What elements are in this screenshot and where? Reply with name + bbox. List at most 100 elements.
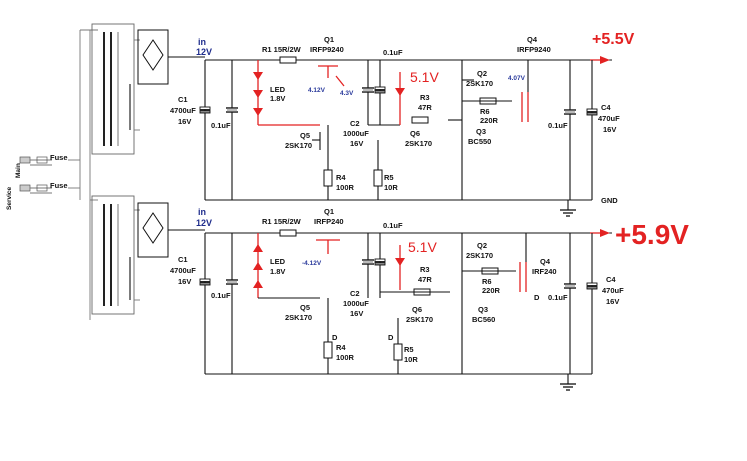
- cap-01-a-bottom: 0.1uF: [211, 291, 231, 300]
- r1-label-top: R1 15R/2W: [262, 45, 302, 54]
- q6-label-top: Q6: [410, 129, 420, 138]
- cap-01-b-bottom: 0.1uF: [383, 221, 403, 230]
- c2-value-top: 1000uF: [343, 129, 369, 138]
- cap-01-c-bottom: 0.1uF: [548, 293, 568, 302]
- c1-name-bottom: C1: [178, 255, 188, 264]
- r5-label-bottom: R5: [404, 345, 414, 354]
- r1-label-bottom: R1 15R/2W: [262, 217, 302, 226]
- v43-top: 4.3V: [340, 90, 354, 97]
- q3-label-top: Q3: [476, 127, 486, 136]
- q2-label-top: Q2: [477, 69, 487, 78]
- led-voltage-bottom: 1.8V: [270, 267, 285, 276]
- c2-voltage-top: 16V: [350, 139, 363, 148]
- c1-voltage-bottom: 16V: [178, 277, 191, 286]
- led-3-top: [253, 108, 263, 116]
- q3-type-top: BC550: [468, 137, 491, 146]
- c4-name-bottom: C4: [606, 275, 616, 284]
- r6-value-bottom: 220R: [482, 286, 501, 295]
- q5-type-top: 2SK170: [285, 141, 312, 150]
- r3-value-bottom: 47R: [418, 275, 432, 284]
- in-label-top: in: [198, 37, 206, 47]
- q2-type-bottom: 2SK170: [466, 251, 493, 260]
- in-label-bottom: in: [198, 207, 206, 217]
- mains-input-section: Fuse Fuse Main Service: [6, 29, 98, 320]
- c4-voltage-bottom: 16V: [606, 297, 619, 306]
- v51-bottom: 5.1V: [408, 239, 437, 255]
- d-label-q4-bottom: D: [534, 293, 540, 302]
- v412-bottom: -4.12V: [302, 260, 322, 267]
- v412-top: 4.12V: [308, 87, 326, 94]
- c1-name-top: C1: [178, 95, 188, 104]
- fuse-label-top: Fuse: [50, 153, 68, 162]
- led-2-bottom: [253, 262, 263, 270]
- r3-label-bottom: R3: [420, 265, 430, 274]
- q6-label-bottom: Q6: [412, 305, 422, 314]
- transformer-top: [91, 23, 140, 155]
- d-label-q5-bottom: D: [332, 333, 338, 342]
- d-label-q6-bottom: D: [388, 333, 394, 342]
- output-arrow-bottom: [600, 229, 610, 237]
- c2-name-top: C2: [350, 119, 360, 128]
- r1-top: [279, 56, 297, 64]
- output-voltage-bottom: +5.9V: [615, 219, 689, 250]
- in-voltage-bottom: 12V: [196, 218, 212, 228]
- q1-type-top: IRFP9240: [310, 45, 344, 54]
- q5-type-bottom: 2SK170: [285, 313, 312, 322]
- c1-value-top: 4700uF: [170, 106, 196, 115]
- q2-type-top: 2SK170: [466, 79, 493, 88]
- cap-01-a-top: 0.1uF: [211, 121, 231, 130]
- r5-value-top: 10R: [384, 183, 398, 192]
- in-voltage-top: 12V: [196, 47, 212, 57]
- ground-symbol-bottom: [559, 383, 577, 391]
- q4-type-bottom: IRF240: [532, 267, 557, 276]
- led-label-top: LED: [270, 85, 286, 94]
- r4-label-bottom: R4: [336, 343, 346, 352]
- r5-bottom: [393, 343, 403, 361]
- service-label: Service: [6, 186, 13, 210]
- r4-top: [323, 169, 333, 187]
- r4-value-top: 100R: [336, 183, 355, 192]
- q4-label-top: Q4: [527, 35, 538, 44]
- q1-type-bottom: IRFP240: [314, 217, 344, 226]
- v407-top: 4.07V: [508, 75, 526, 82]
- zener-top: [395, 88, 405, 96]
- c2-value-bottom: 1000uF: [343, 299, 369, 308]
- r3-label-top: R3: [420, 93, 430, 102]
- q6-type-top: 2SK170: [405, 139, 432, 148]
- transformer-bottom: [91, 195, 140, 315]
- q2-label-bottom: Q2: [477, 241, 487, 250]
- led-1-bottom: [253, 244, 263, 252]
- v51-top: 5.1V: [410, 69, 439, 85]
- fuse-top: [36, 156, 48, 164]
- q1-label-top: Q1: [324, 35, 334, 44]
- q3-type-bottom: BC560: [472, 315, 495, 324]
- bridge-rectifier-bottom: [129, 202, 205, 300]
- output-voltage-top: +5.5V: [592, 31, 635, 48]
- r5-value-bottom: 10R: [404, 355, 418, 364]
- r3-value-top: 47R: [418, 103, 432, 112]
- r4-label-top: R4: [336, 173, 346, 182]
- r1-bottom: [279, 229, 297, 237]
- regulator-top: in 12V C1 4700uF 16V 0.1uF LED 1.8V R1 1…: [170, 31, 635, 217]
- q4-label-bottom: Q4: [540, 257, 551, 266]
- q1-label-bottom: Q1: [324, 207, 334, 216]
- led-1-top: [253, 72, 263, 80]
- led-voltage-top: 1.8V: [270, 94, 285, 103]
- r5-label-top: R5: [384, 173, 394, 182]
- q6-type-bottom: 2SK170: [406, 315, 433, 324]
- main-switch-contact: [19, 156, 31, 164]
- q5-label-bottom: Q5: [300, 303, 310, 312]
- gnd-label-top: GND: [601, 196, 618, 205]
- c2-voltage-bottom: 16V: [350, 309, 363, 318]
- c4-value-bottom: 470uF: [602, 286, 624, 295]
- led-2-top: [253, 90, 263, 98]
- cap-01-b-top: 0.1uF: [383, 48, 403, 57]
- q5-label-top: Q5: [300, 131, 310, 140]
- ground-symbol-top: [559, 209, 577, 217]
- bridge-rectifier-top: [129, 29, 205, 130]
- led-3-bottom: [253, 280, 263, 288]
- service-switch-contact: [19, 184, 31, 192]
- main-label: Main: [15, 163, 22, 178]
- c1-voltage-top: 16V: [178, 117, 191, 126]
